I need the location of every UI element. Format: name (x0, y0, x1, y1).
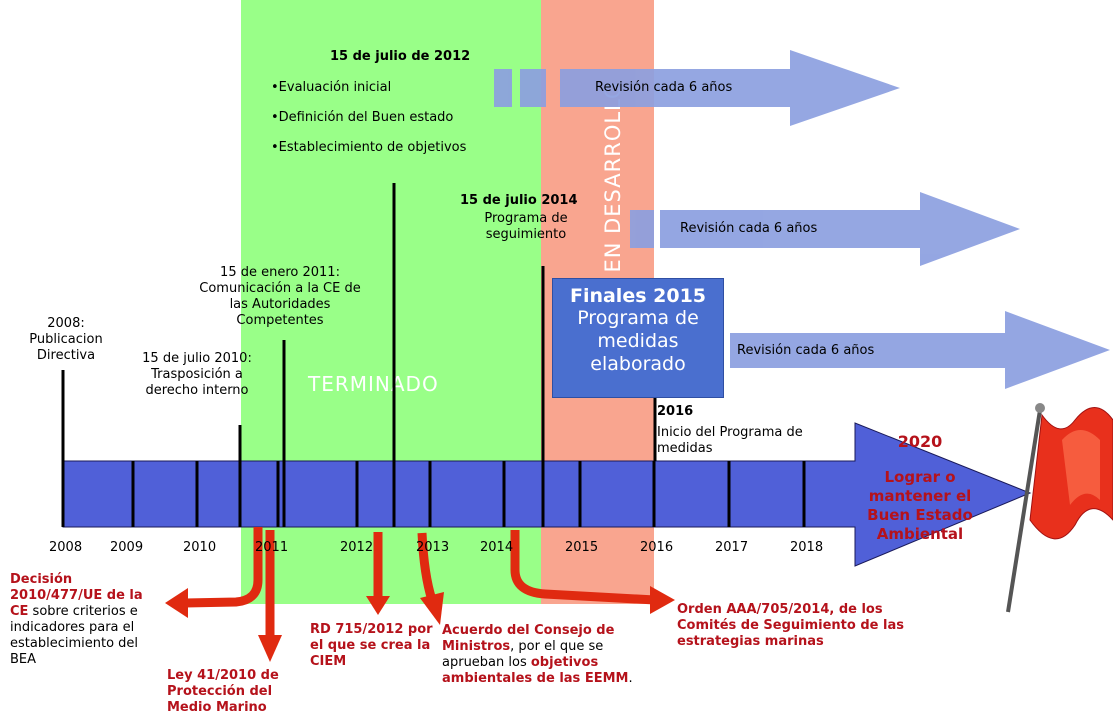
year-label: 2008 (49, 540, 83, 555)
year-label: 2009 (110, 540, 144, 555)
programa-medidas-box: Finales 2015 Programa de medidas elabora… (552, 278, 724, 398)
revision-arrow-3 (730, 311, 1110, 389)
legal-ley: Ley 41/2010 de Protección del Medio Mari… (167, 668, 279, 715)
goal-text: Lograr o mantener el Buen Estado Ambient… (867, 468, 973, 543)
revision-arrow-2-dash (630, 210, 654, 248)
legal-orden: Orden AAA/705/2014, de los Comités de Se… (677, 602, 904, 649)
legal-acuerdo-title: Acuerdo del Consejo de Ministros (442, 623, 615, 654)
revision-label-1: Revisión cada 6 años (595, 80, 733, 95)
programa-medidas-text: Programa de medidas elaborado (577, 307, 699, 375)
year-label: 2011 (255, 540, 289, 555)
red-arrowhead-ley (258, 635, 282, 662)
milestone-2014-date: 15 de julio 2014 (460, 193, 578, 208)
revision-arrow-1 (560, 50, 900, 126)
revision-arrow-1-dash (494, 69, 512, 107)
year-label: 2012 (340, 540, 374, 555)
revision-label-2: Revisión cada 6 años (680, 221, 818, 236)
goal-year: 2020 (897, 432, 943, 451)
red-arrowhead-acuerdo (420, 592, 444, 625)
milestone-2016-text: Inicio del Programa de medidas (657, 425, 803, 456)
milestone-2011: 15 de enero 2011: Comunicación a la CE d… (199, 265, 361, 328)
revision-arrow-1-dash (520, 69, 546, 107)
year-label: 2018 (790, 540, 824, 555)
red-arrowhead-rd (366, 596, 390, 615)
revision-label-3: Revisión cada 6 años (737, 343, 875, 358)
year-label: 2017 (715, 540, 749, 555)
legal-acuerdo: Acuerdo del Consejo de Ministros, por el… (442, 623, 637, 687)
terminado-label: TERMINADO (308, 372, 439, 396)
year-label: 2014 (480, 540, 514, 555)
milestone-2008: 2008: Publicacion Directiva (29, 316, 103, 363)
legal-acuerdo-mid: , por el que se aprueban los (442, 639, 604, 670)
goal-flag-icon (1006, 403, 1113, 613)
red-arrowhead-decision (165, 588, 188, 618)
year-label: 2015 (565, 540, 599, 555)
milestone-2012-date: 15 de julio de 2012 (330, 49, 471, 64)
red-arrow-orden (510, 530, 656, 605)
year-label: 2010 (183, 540, 217, 555)
main-timeline-arrow (62, 422, 1032, 567)
legal-decision-desc: sobre criterios e indicadores para el es… (10, 604, 139, 667)
milestone-2012-item-2: •Definición del Buen estado (271, 110, 454, 125)
legal-acuerdo-end: . (628, 671, 633, 686)
red-arrow-acuerdo (417, 532, 437, 602)
legal-decision: Decisión 2010/477/UE de la CE sobre crit… (10, 572, 158, 668)
legal-rd: RD 715/2012 por el que se crea la CIEM (310, 622, 433, 669)
red-arrow-decision (184, 527, 263, 608)
legal-acuerdo-objetivos: objetivos ambientales de las EEMM (442, 655, 629, 686)
year-label: 2013 (416, 540, 450, 555)
year-label: 2016 (640, 540, 674, 555)
revision-arrow-2 (660, 192, 1020, 266)
red-arrowhead-orden (650, 586, 675, 614)
milestone-2012-item-1: •Evaluación inicial (271, 80, 392, 95)
legal-decision-title: Decisión 2010/477/UE de la CE (10, 572, 143, 619)
milestone-2014-text: Programa de seguimiento (484, 211, 568, 242)
milestone-2010: 15 de julio 2010: Trasposición a derecho… (142, 351, 252, 398)
programa-medidas-title: Finales 2015 (569, 285, 707, 307)
milestone-2012-item-3: •Establecimiento de objetivos (271, 140, 467, 155)
milestone-2016-year: 2016 (657, 404, 694, 419)
